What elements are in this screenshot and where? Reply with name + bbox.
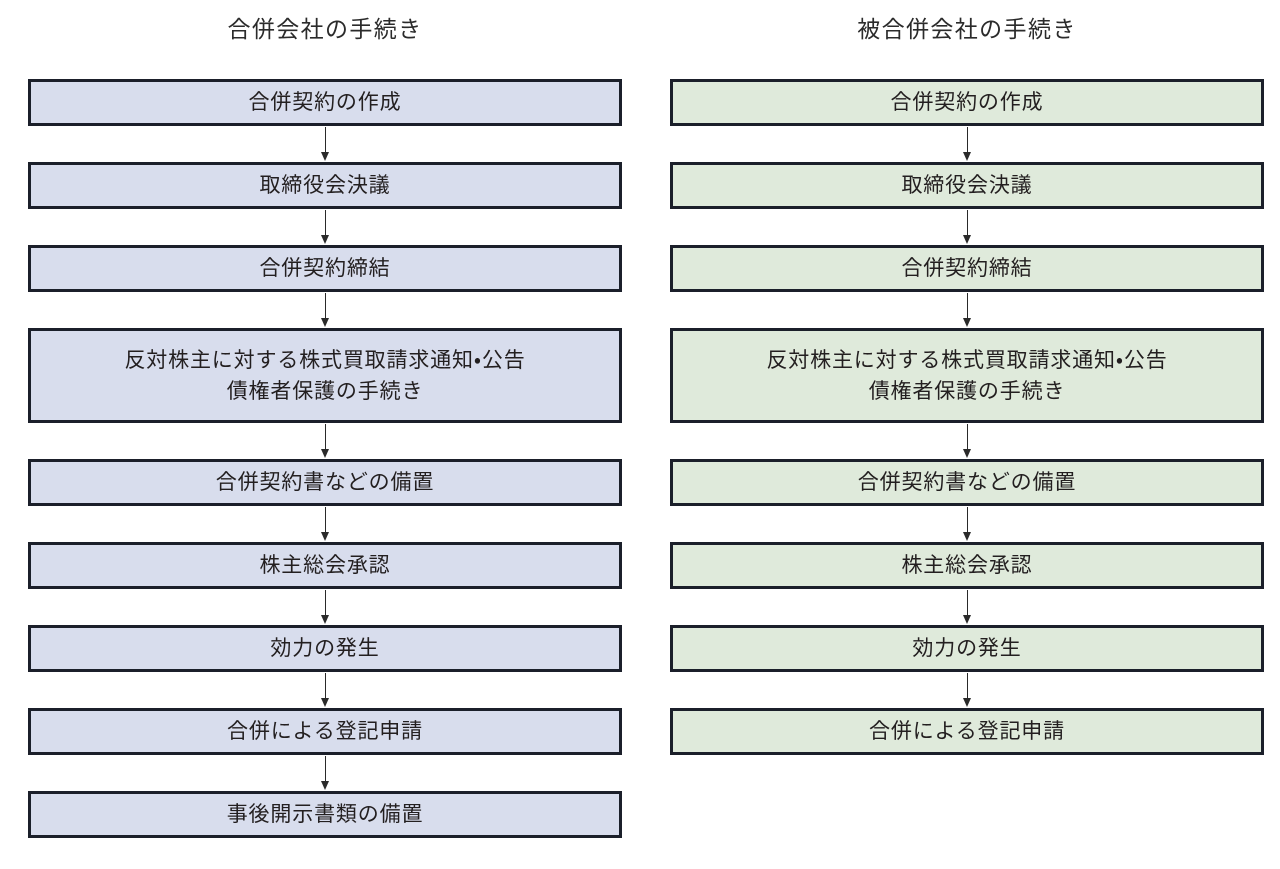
arrow-down-icon bbox=[320, 293, 331, 327]
flow-node-merging-1: 合併契約の作成 bbox=[28, 79, 622, 126]
arrow-down-icon bbox=[962, 507, 973, 541]
flow-connector-merged-5-6 bbox=[670, 506, 1264, 542]
flow-node-merged-6: 株主総会承認 bbox=[670, 542, 1264, 589]
arrow-down-icon bbox=[962, 293, 973, 327]
flow-node-merging-3: 合併契約締結 bbox=[28, 245, 622, 292]
arrow-down-icon bbox=[320, 424, 331, 458]
arrow-down-icon bbox=[320, 756, 331, 790]
flow-connector-merging-5-6 bbox=[28, 506, 622, 542]
flow-column-merged-company: 被合併会社の手続き 合併契約の作成 取締役会決議 合併契約締結 bbox=[670, 0, 1264, 755]
arrow-down-icon bbox=[962, 210, 973, 244]
flow-node-merging-7: 効力の発生 bbox=[28, 625, 622, 672]
flow-chain-merging-company: 合併契約の作成 取締役会決議 合併契約締結 反対株主に対する株式買取請求通知 bbox=[28, 48, 622, 838]
flow-node-merging-4-line-2: 債権者保護の手続き bbox=[226, 378, 424, 403]
column-title-merging-company: 合併会社の手続き bbox=[227, 17, 423, 42]
arrow-down-icon bbox=[962, 590, 973, 624]
flow-node-merged-1: 合併契約の作成 bbox=[670, 79, 1264, 126]
flow-node-merged-4-line-2: 債権者保護の手続き bbox=[868, 378, 1066, 403]
column-title-merged-company: 被合併会社の手続き bbox=[857, 17, 1077, 42]
flow-node-merged-5: 合併契約書などの備置 bbox=[670, 459, 1264, 506]
arrow-down-icon bbox=[320, 127, 331, 161]
flow-connector-merging-3-4 bbox=[28, 292, 622, 328]
arrow-down-icon bbox=[320, 210, 331, 244]
flow-node-merging-2: 取締役会決議 bbox=[28, 162, 622, 209]
flow-column-merging-company: 合併会社の手続き 合併契約の作成 取締役会決議 合併契約締結 bbox=[28, 0, 622, 838]
flow-chain-merged-company: 合併契約の作成 取締役会決議 合併契約締結 反対株主に対する株式買取請求通知 bbox=[670, 48, 1264, 755]
flow-node-merged-4: 反対株主に対する株式買取請求通知・公告 債権者保護の手続き bbox=[670, 328, 1264, 423]
flow-connector-merging-8-9 bbox=[28, 755, 622, 791]
flow-connector-merged-1-2 bbox=[670, 126, 1264, 162]
flow-node-merging-4: 反対株主に対する株式買取請求通知・公告 債権者保護の手続き bbox=[28, 328, 622, 423]
flow-connector-merging-1-2 bbox=[28, 126, 622, 162]
arrow-down-icon bbox=[962, 127, 973, 161]
flow-node-merged-2: 取締役会決議 bbox=[670, 162, 1264, 209]
flow-connector-merging-7-8 bbox=[28, 672, 622, 708]
flow-connector-merging-4-5 bbox=[28, 423, 622, 459]
flow-node-merging-8: 合併による登記申請 bbox=[28, 708, 622, 755]
flow-connector-merged-7-8 bbox=[670, 672, 1264, 708]
flow-connector-merging-2-3 bbox=[28, 209, 622, 245]
flow-node-merging-9: 事後開示書類の備置 bbox=[28, 791, 622, 838]
flow-node-merging-6: 株主総会承認 bbox=[28, 542, 622, 589]
arrow-down-icon bbox=[320, 590, 331, 624]
flow-node-merged-7: 効力の発生 bbox=[670, 625, 1264, 672]
flow-node-merged-8: 合併による登記申請 bbox=[670, 708, 1264, 755]
arrow-down-icon bbox=[962, 424, 973, 458]
flow-node-merged-3: 合併契約締結 bbox=[670, 245, 1264, 292]
flow-node-merging-5: 合併契約書などの備置 bbox=[28, 459, 622, 506]
flow-connector-merged-6-7 bbox=[670, 589, 1264, 625]
flow-connector-merged-2-3 bbox=[670, 209, 1264, 245]
flow-connector-merging-6-7 bbox=[28, 589, 622, 625]
arrow-down-icon bbox=[320, 673, 331, 707]
flow-connector-merged-3-4 bbox=[670, 292, 1264, 328]
flow-node-merging-4-line-1: 反対株主に対する株式買取請求通知・公告 bbox=[124, 348, 526, 373]
flow-node-merged-4-line-1: 反対株主に対する株式買取請求通知・公告 bbox=[766, 348, 1168, 373]
arrow-down-icon bbox=[962, 673, 973, 707]
flow-connector-merged-4-5 bbox=[670, 423, 1264, 459]
arrow-down-icon bbox=[320, 507, 331, 541]
